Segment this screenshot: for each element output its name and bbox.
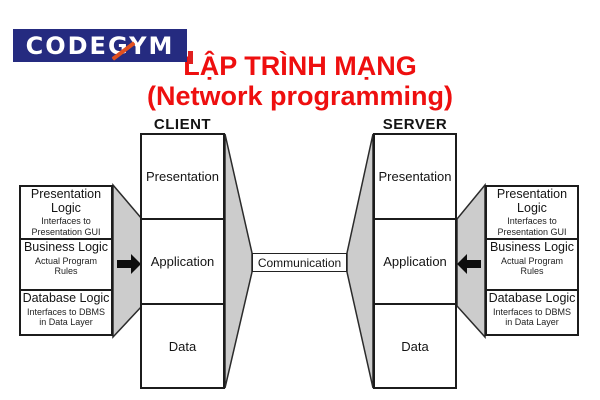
client-label: CLIENT — [153, 116, 212, 133]
server-communication-funnel — [346, 133, 374, 389]
section-title: Database Logic — [22, 291, 110, 305]
section-desc: Actual Program Rules — [500, 255, 564, 277]
server-data-layer: Data — [401, 338, 429, 354]
client-data-layer: Data — [168, 338, 197, 354]
client-communication-funnel — [224, 133, 253, 389]
arrow-right-icon — [117, 254, 141, 274]
client-application-layer: Application — [142, 220, 223, 305]
communication-box: Communication — [252, 253, 347, 272]
client-presentation-layer: Presentation — [142, 135, 223, 220]
right-presentation-logic-section: Presentation Logic Interfaces to Present… — [487, 187, 577, 240]
section-title: Presentation Logic — [30, 187, 102, 215]
server-label: SERVER — [382, 116, 448, 133]
logo-tick-mark — [188, 51, 193, 64]
page-subtitle: (Network programming) — [146, 81, 454, 111]
server-presentation-layer: Presentation — [375, 135, 455, 220]
left-presentation-logic-section: Presentation Logic Interfaces to Present… — [21, 187, 111, 240]
arrow-left-icon — [457, 254, 481, 274]
section-title: Presentation Logic — [496, 187, 568, 215]
left-business-logic-section: Business Logic Actual Program Rules — [21, 240, 111, 291]
right-database-logic-section: Database Logic Interfaces to DBMS in Dat… — [487, 291, 577, 334]
section-title: Business Logic — [23, 240, 109, 254]
right-logic-box: Presentation Logic Interfaces to Present… — [485, 185, 579, 336]
left-database-logic-section: Database Logic Interfaces to DBMS in Dat… — [21, 291, 111, 334]
section-desc: Actual Program Rules — [34, 255, 98, 277]
client-stack: Presentation Application Data — [140, 133, 225, 389]
section-desc: Interfaces to DBMS in Data Layer — [26, 306, 106, 328]
server-stack: Presentation Application Data — [373, 133, 457, 389]
server-application-layer: Application — [375, 220, 455, 305]
right-business-logic-section: Business Logic Actual Program Rules — [487, 240, 577, 291]
left-logic-box: Presentation Logic Interfaces to Present… — [19, 185, 113, 336]
section-desc: Interfaces to Presentation GUI — [497, 216, 567, 237]
section-title: Database Logic — [488, 291, 576, 305]
codegym-logo-text: CODEGYM — [25, 31, 175, 60]
codegym-logo: CODEGYM — [13, 29, 187, 62]
section-desc: Interfaces to DBMS in Data Layer — [492, 306, 572, 328]
page-title: LẬP TRÌNH MẠNG — [183, 51, 417, 81]
section-desc: Interfaces to Presentation GUI — [31, 216, 101, 237]
section-title: Business Logic — [489, 240, 575, 254]
